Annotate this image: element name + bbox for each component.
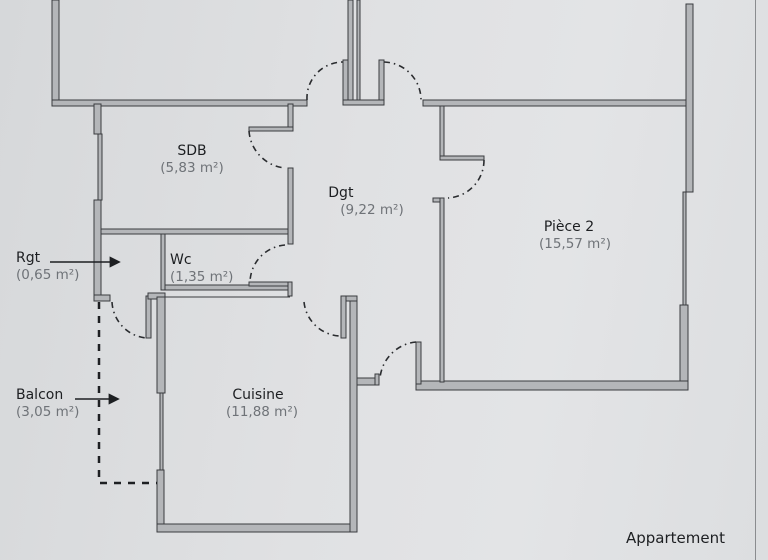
wall-rgt-door-jamb: [145, 295, 152, 339]
door-swing-rgt: [111, 301, 147, 339]
wall-wc-left: [160, 233, 166, 291]
room-name: Cuisine: [232, 387, 284, 403]
wall-right-upper: [685, 3, 694, 193]
room-area: (3,05 m²): [16, 404, 80, 420]
plan-title: Appartement: [626, 529, 726, 547]
wall-cuisine-right: [349, 295, 358, 533]
wall-sdb-right-lower: [287, 167, 294, 245]
door-swing-sdb: [248, 130, 286, 169]
wall-sdb-right-top: [287, 103, 294, 131]
room-area: (9,22 m²): [340, 202, 404, 218]
room-area: (11,88 m²): [225, 404, 299, 420]
door-swing-piece2: [447, 159, 485, 199]
wall-door-jamb-right: [378, 59, 385, 105]
room-area: (15,57 m²): [538, 236, 612, 252]
wall-top-right-horizontal: [422, 99, 687, 107]
wall-piece2-left-lower: [439, 197, 445, 383]
wall-piece2-door-jamb: [432, 197, 441, 203]
room-label-rgt: Rgt (0,65 m²): [16, 250, 79, 284]
room-area: (5,83 m²): [160, 160, 224, 176]
room-name: Balcon: [16, 387, 64, 403]
door-swing-top-left: [306, 61, 344, 101]
door-swing-wc: [249, 244, 286, 283]
wall-piece2-door-stub: [439, 155, 485, 161]
wall-cuisine-left-lower: [156, 469, 165, 533]
room-label-wc: Wc (1,35 m²): [170, 252, 233, 286]
wall-top-center-vertical-2: [356, 0, 361, 105]
wall-rgt-left: [93, 199, 102, 301]
wall-sdb-door-stub: [248, 126, 294, 132]
wall-sdb-left-top: [93, 103, 102, 135]
wall-door-jamb-left: [342, 59, 349, 105]
wall-top-center-bottom: [342, 99, 385, 106]
wall-piece2-left-upper: [439, 105, 445, 159]
room-name: Rgt: [16, 250, 41, 266]
wall-wc-door-stub: [248, 281, 293, 287]
wall-cuisine-left-upper: [156, 296, 166, 394]
door-swing-cuisine: [303, 301, 340, 337]
wall-top-center-vertical: [347, 0, 354, 105]
room-name: Pièce 2: [543, 219, 595, 235]
room-label-dgt: Dgt (9,22 m²): [328, 185, 404, 219]
wall-dgt-door-jamb: [415, 341, 422, 385]
wall-cuisine-door-jamb: [340, 295, 347, 339]
room-area: (1,35 m²): [170, 269, 234, 285]
wall-cuisine-left-middle: [159, 392, 164, 472]
room-name: Wc: [170, 252, 192, 268]
door-swing-dgt: [379, 341, 417, 379]
wall-top-left-horizontal: [51, 99, 308, 107]
wall-rgt-bottom: [93, 294, 111, 302]
room-name: Dgt: [328, 185, 354, 201]
wall-cuisine-ledge-end: [374, 373, 380, 386]
paper-edge: [755, 0, 756, 560]
wall-right-lower: [679, 304, 689, 391]
door-swing-top-right: [383, 61, 422, 101]
wall-sdb-bottom: [100, 228, 292, 235]
wall-right-middle: [682, 191, 687, 306]
wall-wc-right: [287, 281, 293, 297]
wall-piece2-bottom: [415, 380, 689, 391]
room-area: (0,65 m²): [16, 267, 80, 283]
room-label-sdb: SDB (5,83 m²): [160, 143, 223, 177]
room-label-balcon: Balcon (3,05 m²): [16, 387, 79, 421]
wall-sdb-left: [97, 133, 103, 201]
room-label-piece2: Pièce 2 (15,57 m²): [539, 219, 611, 253]
wall-cuisine-bottom: [156, 523, 358, 533]
room-label-cuisine: Cuisine (11,88 m²): [226, 387, 298, 421]
wall-top-left-vertical: [51, 0, 60, 107]
room-name: SDB: [177, 143, 207, 159]
